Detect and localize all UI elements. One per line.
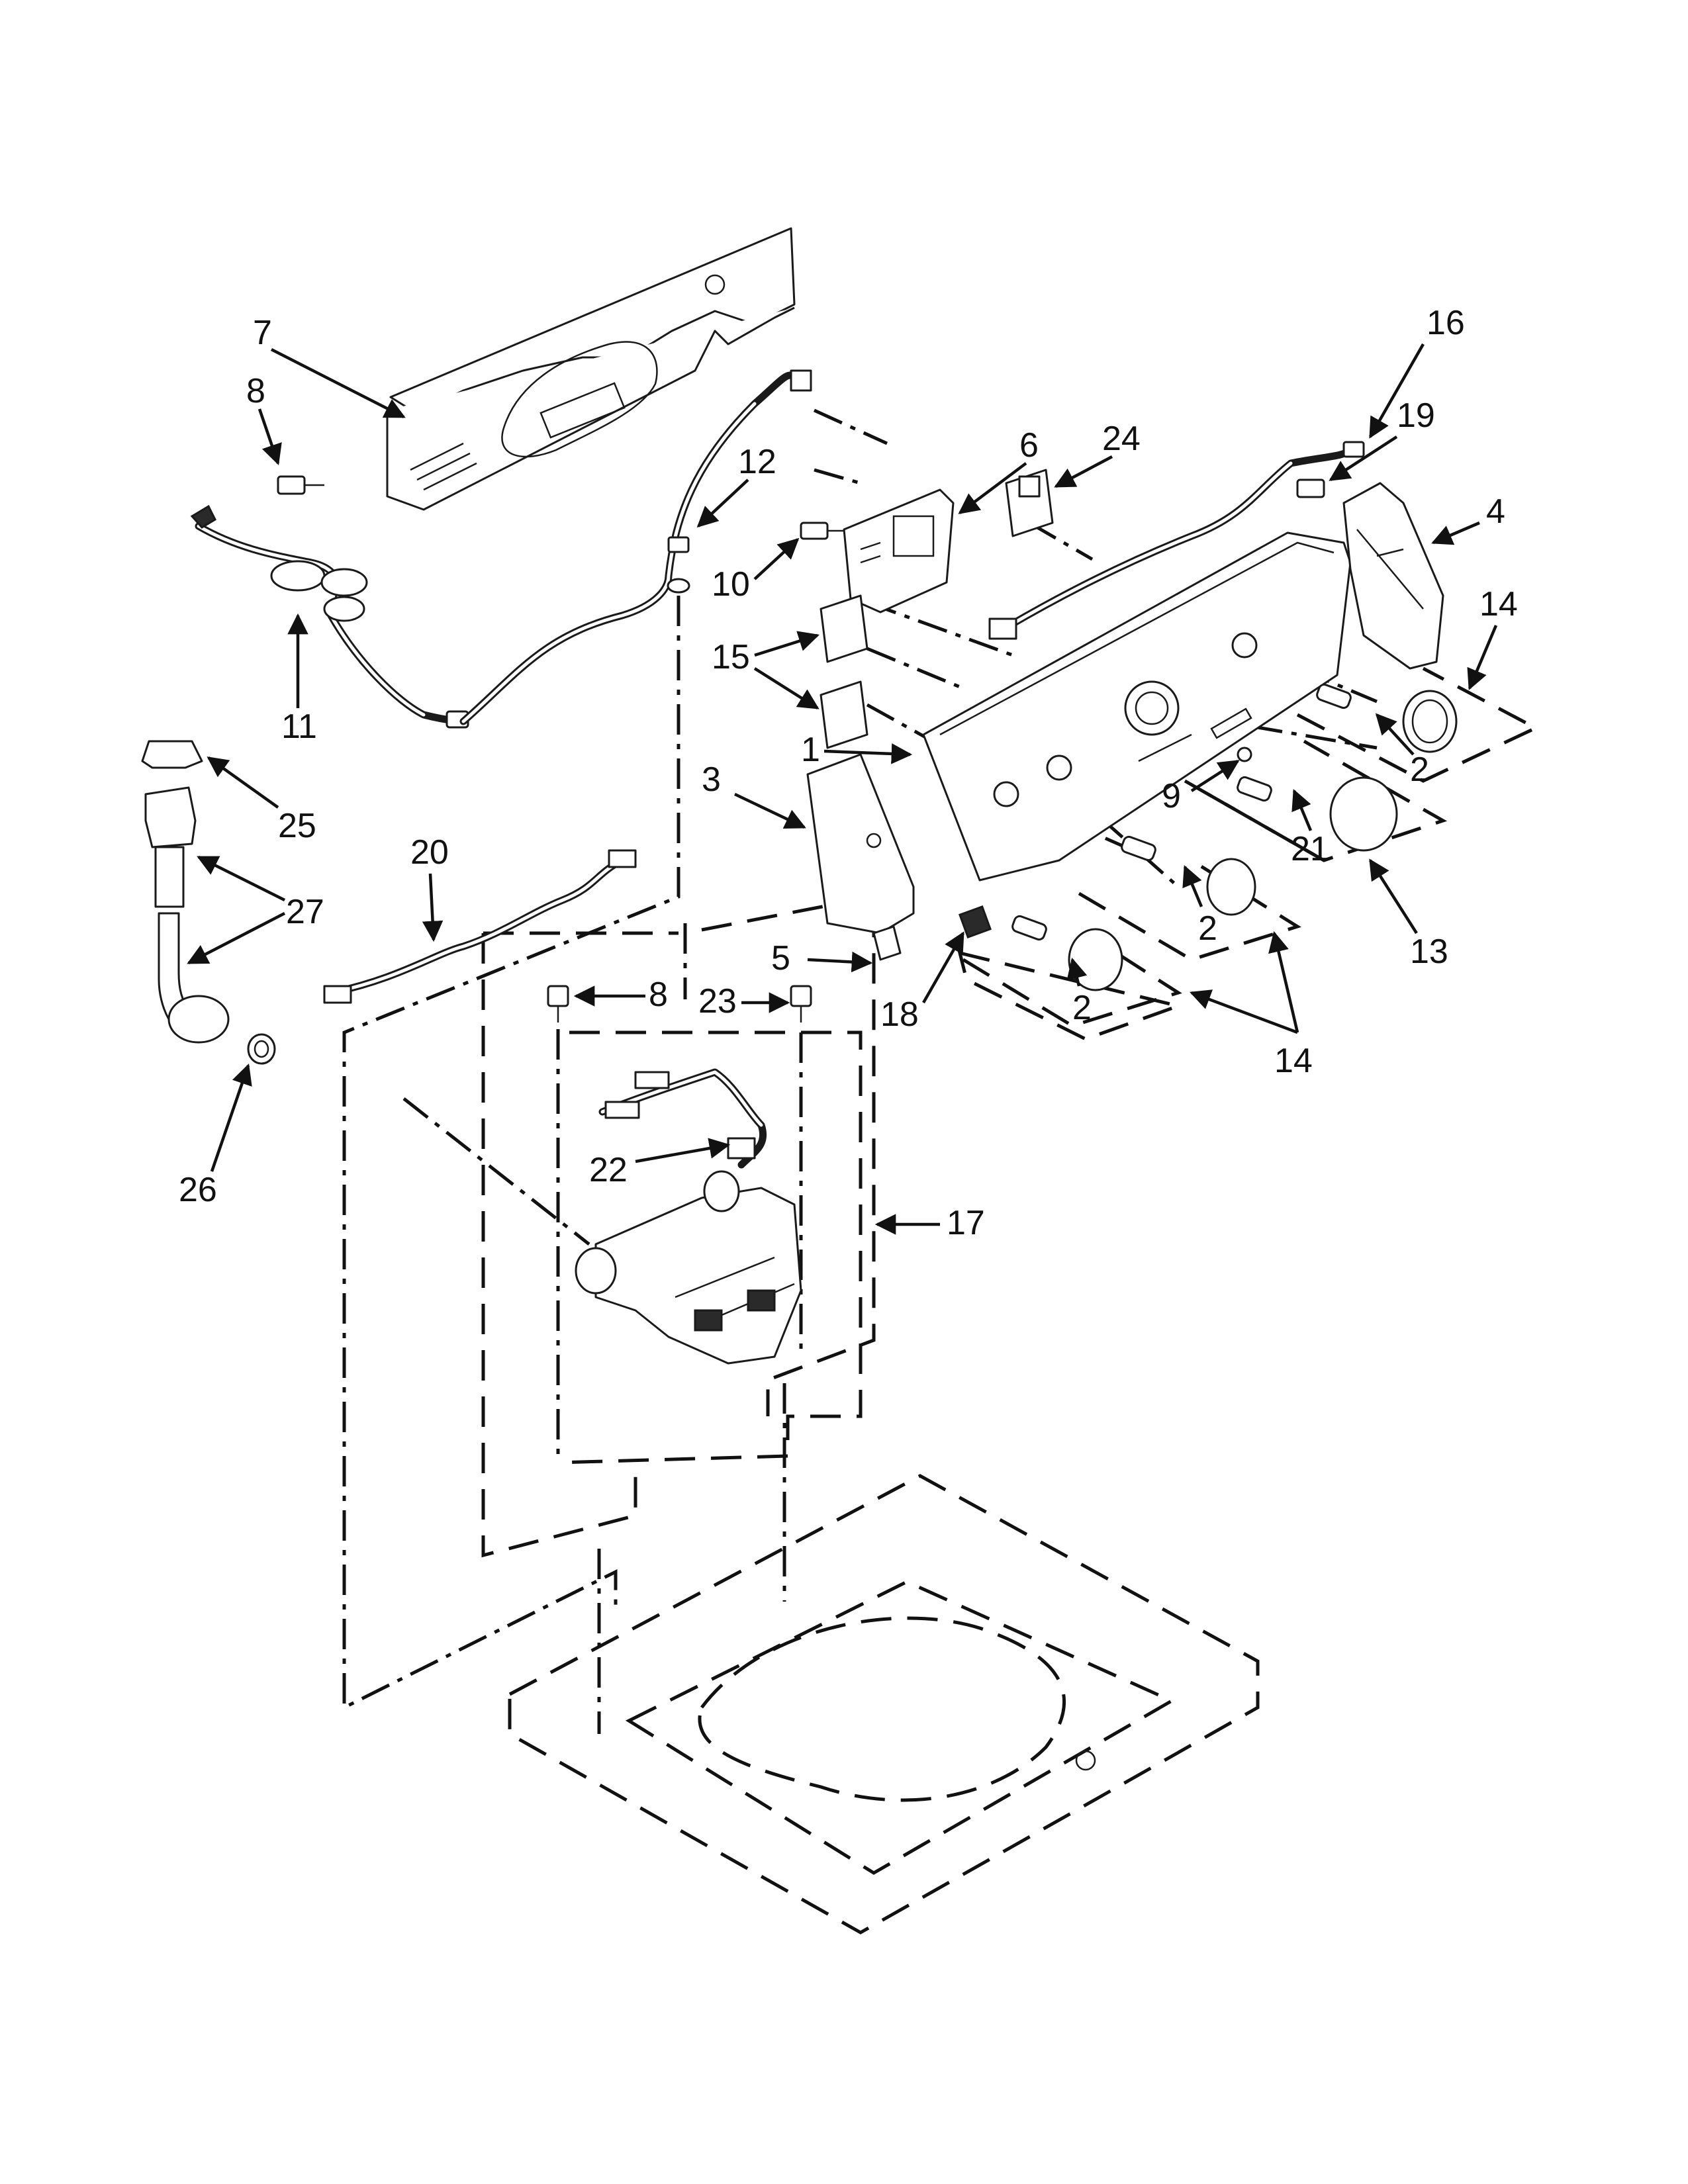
- console-wire-harness: [988, 441, 1365, 640]
- callout-2c: 2: [1072, 989, 1092, 1027]
- callout-4: 4: [1486, 492, 1505, 531]
- callout-20: 20: [410, 833, 449, 872]
- callout-13: 13: [1410, 933, 1448, 971]
- button-row: [1138, 733, 1192, 762]
- callout-17: 17: [947, 1204, 985, 1242]
- valve-group-boxes: [481, 894, 876, 1558]
- vent-slots: [410, 442, 477, 491]
- callout-3: 3: [702, 760, 721, 799]
- water-valve: [575, 1170, 802, 1365]
- callout-8b: 8: [649, 976, 668, 1014]
- screw-icon: [1237, 747, 1252, 762]
- callout-14: 14: [1479, 585, 1518, 623]
- switch-icon: [820, 594, 868, 749]
- callout-15: 15: [712, 638, 750, 676]
- wire-harness: [323, 849, 637, 1004]
- console-end-cap-right: [1342, 482, 1444, 670]
- console-end-cap-left: [806, 753, 915, 934]
- power-cord: [190, 504, 469, 729]
- callout-1: 1: [801, 731, 820, 769]
- callout-9: 9: [1162, 777, 1181, 815]
- callout-2: 2: [1410, 751, 1429, 789]
- control-console: [922, 531, 1352, 882]
- clip-icon: [872, 925, 902, 961]
- knobs: [1011, 683, 1458, 991]
- callout-19: 19: [1397, 396, 1435, 435]
- callout-6: 6: [1019, 426, 1039, 465]
- switch-icon: [1005, 469, 1054, 537]
- callout-11: 11: [281, 707, 317, 746]
- callout-16: 16: [1427, 304, 1465, 342]
- control-board: [843, 488, 955, 614]
- screw-icon: [277, 475, 324, 495]
- callout-18: 18: [880, 995, 919, 1034]
- callout-23: 23: [698, 982, 737, 1021]
- screw-icon: [547, 985, 812, 1023]
- callout-10: 10: [712, 565, 750, 604]
- callout-14b: 14: [1274, 1042, 1313, 1080]
- latch-icon: [959, 905, 992, 938]
- callout-5: 5: [771, 939, 790, 978]
- valve-wire-harness: [598, 1068, 767, 1169]
- callout-27: 27: [286, 893, 324, 931]
- callouts: 7 8 11 12 6 24 16 19 4 10 15 14 1 3 2 9: [179, 304, 1518, 1242]
- rear-panel: [386, 227, 796, 511]
- screw-icon: [1296, 478, 1325, 498]
- callout-25: 25: [278, 807, 316, 845]
- callout-12: 12: [738, 443, 776, 481]
- callout-7: 7: [253, 314, 272, 352]
- callout-26: 26: [179, 1171, 217, 1209]
- inlet-hose: [141, 740, 276, 1065]
- callout-8: 8: [246, 372, 265, 410]
- callout-21: 21: [1291, 830, 1329, 868]
- ground-wire: [459, 369, 812, 725]
- washer-top: [508, 1474, 1260, 1934]
- callout-2b: 2: [1198, 909, 1217, 948]
- callout-22: 22: [589, 1151, 628, 1189]
- screw-icon: [800, 522, 844, 540]
- callout-24: 24: [1102, 420, 1141, 458]
